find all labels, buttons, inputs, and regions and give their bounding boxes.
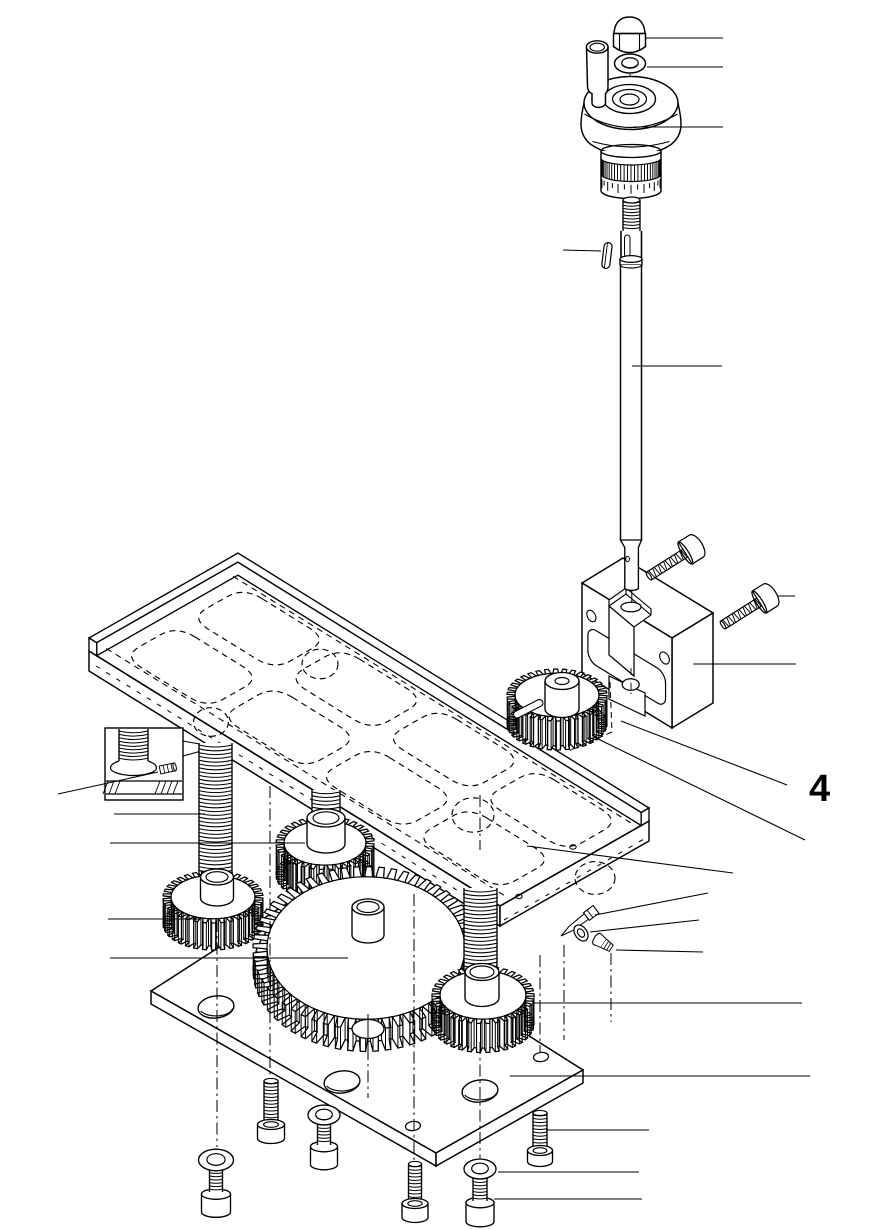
svg-text:4: 4 (809, 768, 830, 810)
